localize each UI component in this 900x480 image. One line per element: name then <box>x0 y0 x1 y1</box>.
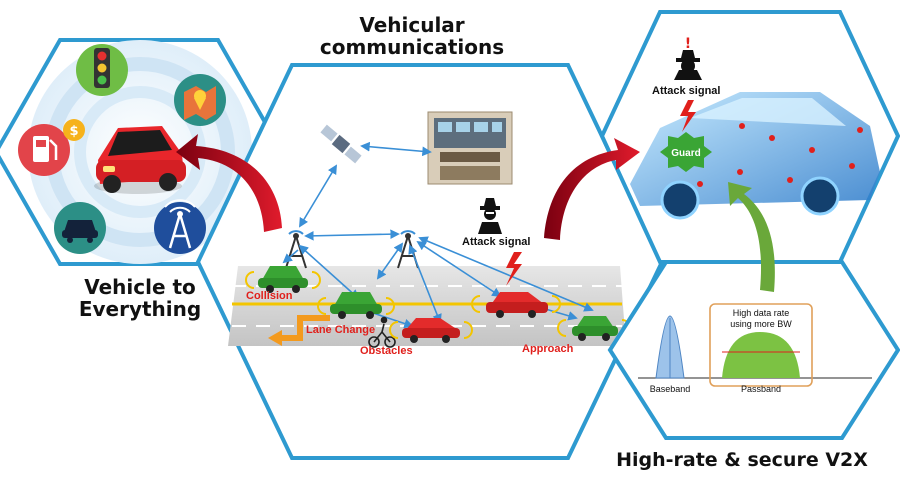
car-lane-change <box>330 292 382 319</box>
red-arrow-left <box>176 134 282 232</box>
label-collision: Collision <box>246 290 293 302</box>
attack-bolt-icon <box>680 100 696 132</box>
title-communications: communications <box>320 35 504 59</box>
fuel-station-icon <box>18 124 70 176</box>
svg-text:!: ! <box>685 36 691 52</box>
cyclist-icon <box>368 316 396 348</box>
control-room-icon <box>427 111 513 185</box>
red-arrow-right <box>544 138 640 240</box>
guard-shield-icon: Guard <box>660 132 712 172</box>
passband-spectrum <box>722 332 800 378</box>
lightning-icon <box>506 252 522 286</box>
label-baseband: Baseband <box>650 384 691 394</box>
vehicle-xray-image <box>630 92 880 220</box>
title-high-rate-secure: High-rate & secure V2X <box>616 449 868 471</box>
car-collision <box>258 266 308 293</box>
car-approach <box>572 316 618 341</box>
label-high-rate-2: using more BW <box>730 319 792 329</box>
label-attack-top: Attack signal <box>652 85 720 97</box>
title-vehicular: Vehicular <box>359 13 464 37</box>
v2x-hexagon: $ <box>0 38 285 266</box>
label-guard: Guard <box>671 148 700 159</box>
label-passband: Passband <box>741 384 781 394</box>
green-arrow <box>728 182 775 292</box>
satellite-icon <box>320 124 362 164</box>
car-obstacles <box>402 318 460 343</box>
label-obstacles: Obstacles <box>360 345 413 357</box>
svg-text:$: $ <box>69 124 78 139</box>
label-approach: Approach <box>522 343 574 355</box>
connected-car-icon <box>94 126 186 194</box>
label-lane-change: Lane Change <box>306 324 375 336</box>
coin-icon: $ <box>63 119 85 141</box>
communication-links <box>282 141 594 329</box>
attacker-icon: ! <box>674 36 702 80</box>
map-icon <box>174 74 226 126</box>
label-high-rate-1: High data rate <box>733 308 790 318</box>
hacker-icon <box>478 198 502 234</box>
traffic-light-icon <box>76 44 128 96</box>
title-vehicle-to: Vehicle to <box>84 275 196 299</box>
car-icon <box>54 202 106 254</box>
car-attacked <box>486 292 548 318</box>
title-everything: Everything <box>79 297 201 321</box>
label-attack-center: Attack signal <box>462 236 530 248</box>
lane-change-arrow <box>280 315 330 341</box>
cell-tower-icon <box>154 199 206 254</box>
spectrum-graph <box>638 303 872 387</box>
